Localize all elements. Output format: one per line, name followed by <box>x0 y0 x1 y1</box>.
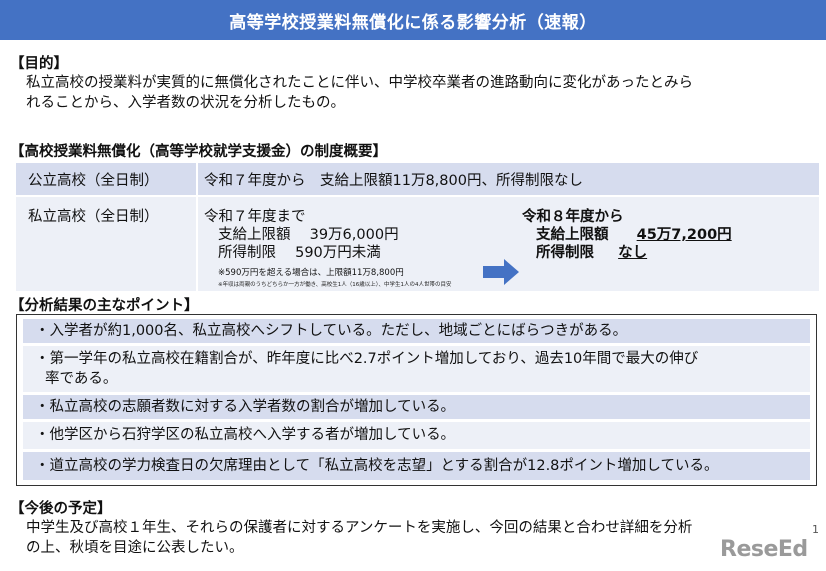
purpose-text: 私立高校の授業料が実質的に無償化されたことに伴い、中学校卒業者の進路動向に変化が… <box>26 73 816 113</box>
right-arrow-icon <box>483 259 519 285</box>
column-divider <box>196 197 198 291</box>
result-point-line: 率である。 <box>45 371 118 387</box>
schedule-line-2: の上、秋頃を目途に公表したい。 <box>26 540 244 556</box>
after-limit-value: なし <box>618 245 648 261</box>
public-school-text: 令和７年度から 支給上限額11万8,800円、所得制限なし <box>204 173 583 189</box>
after-limit: 所得制限 なし <box>536 241 647 262</box>
purpose-line-1: 私立高校の授業料が実質的に無償化されたことに伴い、中学校卒業者の進路動向に変化が… <box>26 75 693 91</box>
before-title: 令和７年度まで <box>204 209 306 225</box>
result-point: ・第一学年の私立高校在籍割合が、昨年度に比べ2.7ポイント増加しており、過去10… <box>23 346 810 392</box>
after-amount-value: 45万7,200円 <box>636 227 732 243</box>
policy-table: 公立高校（全日制） 令和７年度から 支給上限額11万8,800円、所得制限なし … <box>16 163 819 291</box>
after-limit-label: 所得制限 <box>536 245 594 261</box>
after-amount: 支給上限額 45万7,200円 <box>536 223 732 244</box>
public-school-label: 公立高校（全日制） <box>28 173 159 189</box>
income-footnote: ※年収は両親のうちどちらか一方が働き、高校生1人（16歳以上）、中学生1人の4人… <box>218 282 452 288</box>
results-points-box: ・入学者が約1,000名、私立高校へシフトしている。ただし、地域ごとにばらつきが… <box>16 314 817 486</box>
after-amount-label: 支給上限額 <box>536 227 609 243</box>
page-title: 高等学校授業料無償化に係る影響分析（速報） <box>0 0 826 40</box>
private-school-label: 私立高校（全日制） <box>28 209 159 225</box>
before-amount: 支給上限額 39万6,000円 <box>218 227 399 243</box>
result-point-line: ・第一学年の私立高校在籍割合が、昨年度に比べ2.7ポイント増加しており、過去10… <box>35 351 699 367</box>
column-divider <box>196 163 198 195</box>
result-point: ・道立高校の学力検査日の欠席理由として「私立高校を志望」とする割合が12.8ポイ… <box>23 452 810 480</box>
results-heading: 【分析結果の主なポイント】 <box>10 298 199 314</box>
schedule-line-1: 中学生及び高校１年生、それらの保護者に対するアンケートを実施し、今回の結果と合わ… <box>26 520 693 536</box>
result-point: ・他学区から石狩学区の私立高校へ入学する者が増加している。 <box>23 422 810 449</box>
after-title: 令和８年度から <box>522 209 624 225</box>
overview-heading: 【高校授業料無償化（高等学校就学支援金）の制度概要】 <box>10 144 387 160</box>
purpose-heading: 【目的】 <box>10 56 68 72</box>
public-school-row: 公立高校（全日制） 令和７年度から 支給上限額11万8,800円、所得制限なし <box>16 163 819 195</box>
before-note: ※590万円を超える場合は、上限額11万8,800円 <box>218 268 404 278</box>
result-point: ・私立高校の志願者数に対する入学者数の割合が増加している。 <box>23 395 810 419</box>
before-limit: 所得制限 590万円未満 <box>218 245 381 261</box>
result-point: ・入学者が約1,000名、私立高校へシフトしている。ただし、地域ごとにばらつきが… <box>23 319 810 343</box>
watermark-logo: ReseEd <box>720 537 808 562</box>
schedule-heading: 【今後の予定】 <box>10 501 112 517</box>
schedule-text: 中学生及び高校１年生、それらの保護者に対するアンケートを実施し、今回の結果と合わ… <box>26 518 806 558</box>
private-school-row: 私立高校（全日制） 令和７年度まで 支給上限額 39万6,000円 所得制限 5… <box>16 197 819 291</box>
purpose-line-2: れることから、入学者数の状況を分析したもの。 <box>26 95 345 111</box>
page-number: 1 <box>812 523 819 536</box>
